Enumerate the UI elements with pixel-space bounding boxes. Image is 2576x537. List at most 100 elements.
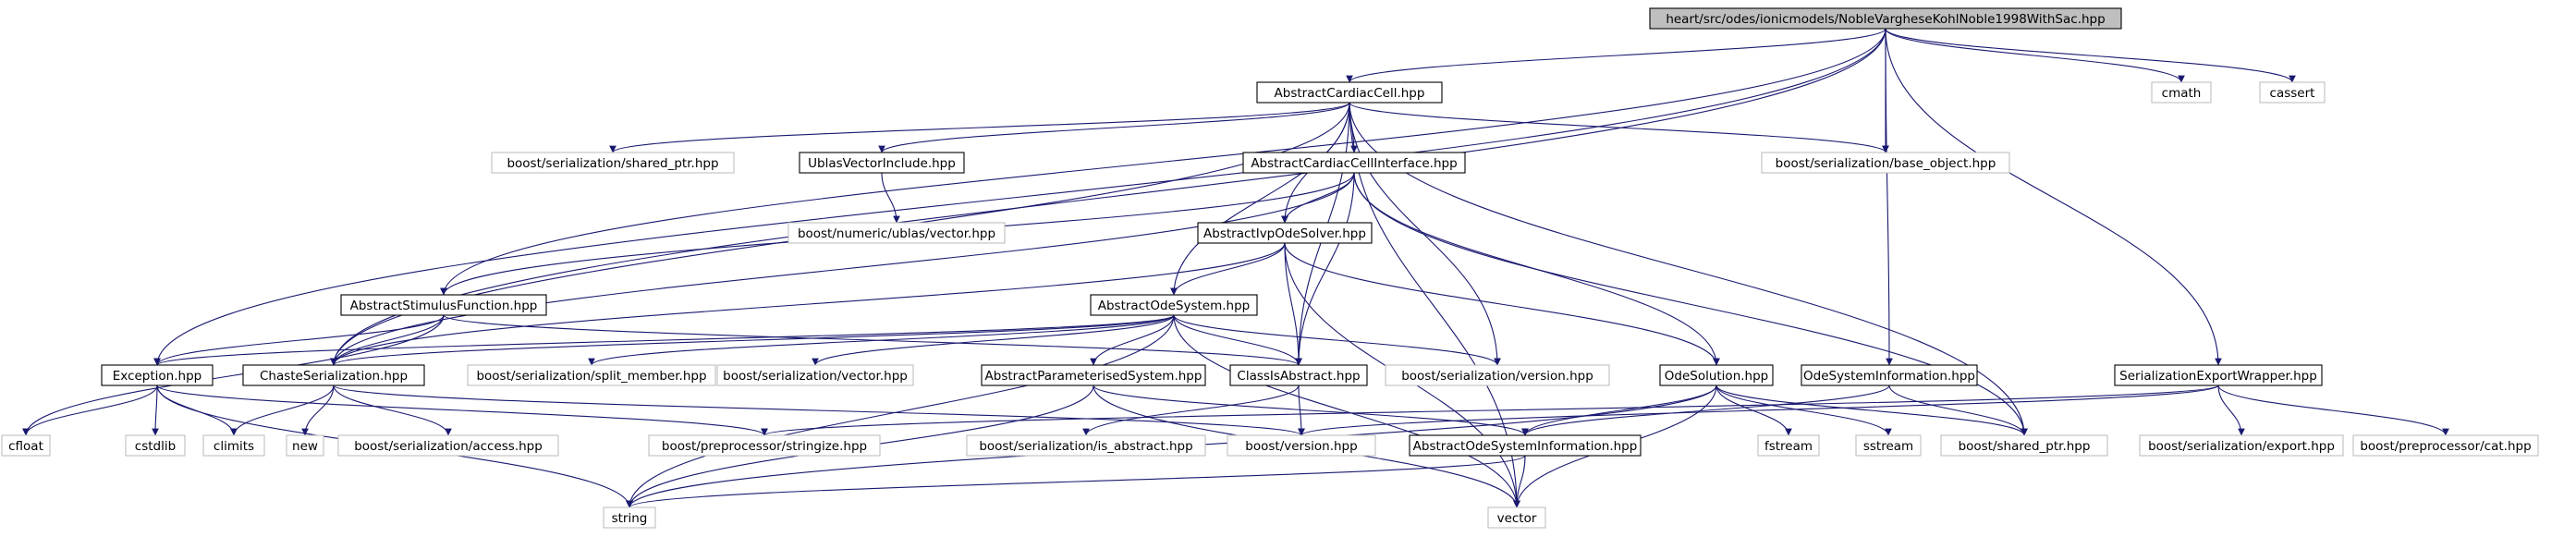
- node-box: [1197, 222, 1373, 244]
- node-box: [1409, 434, 1642, 457]
- graph-node-aps[interactable]: AbstractParameterisedSystem.hpp: [981, 364, 1206, 386]
- edge-asf-to-cia: [443, 314, 1302, 366]
- node-box: [125, 434, 186, 457]
- node-box: [1659, 364, 1774, 386]
- edge-acci-to-cia: [1295, 172, 1355, 366]
- node-label: boost/serialization/access.hpp: [354, 439, 543, 454]
- graph-node-bnuv: boost/numeric/ublas/vector.hpp: [787, 222, 1006, 244]
- graph-node-aios[interactable]: AbstractIvpOdeSolver.hpp: [1197, 222, 1373, 244]
- node-label: boost/serialization/shared_ptr.hpp: [507, 156, 718, 171]
- node-layer: heart/src/odes/ionicmodels/NobleVarghese…: [1, 7, 2539, 529]
- node-label: AbstractStimulusFunction.hpp: [350, 299, 538, 313]
- node-label: OdeSystemInformation.hpp: [1803, 369, 1975, 384]
- edge-cia-to-bver: [1298, 384, 1305, 436]
- edge-aos-to-aps: [1090, 314, 1175, 366]
- node-box: [2151, 81, 2212, 104]
- edge-osol-to-aosi: [1521, 384, 1717, 436]
- node-box: [799, 152, 965, 174]
- node-label: cmath: [2162, 86, 2202, 101]
- node-box: [787, 222, 1006, 244]
- node-label: ChasteSerialization.hpp: [260, 369, 408, 384]
- edge-exc-to-cstdlib: [152, 384, 159, 436]
- graph-node-climits: climits: [202, 434, 265, 457]
- edge-aosi-to-string: [626, 455, 1526, 508]
- edge-acc-to-aos: [1170, 102, 1350, 296]
- graph-node-aosi[interactable]: AbstractOdeSystemInformation.hpp: [1409, 434, 1642, 457]
- edge-sew-to-bpps: [761, 384, 2219, 436]
- graph-node-aos[interactable]: AbstractOdeSystem.hpp: [1090, 294, 1258, 316]
- node-label: sstream: [1863, 439, 1913, 454]
- edge-aos-to-exc: [153, 314, 1175, 366]
- node-box: [716, 364, 914, 386]
- node-box: [1229, 364, 1368, 386]
- graph-node-acc[interactable]: AbstractCardiacCell.hpp: [1256, 81, 1443, 104]
- graph-node-uvi[interactable]: UblasVectorInclude.hpp: [799, 152, 965, 174]
- node-box: [1649, 7, 2122, 30]
- graph-node-bshp: boost/shared_ptr.hpp: [1940, 434, 2108, 457]
- edge-osol-to-sstream: [1715, 384, 1892, 436]
- node-label: climits: [214, 439, 254, 454]
- graph-node-bse: boost/serialization/export.hpp: [2139, 434, 2344, 457]
- node-label: Exception.hpp: [113, 369, 201, 384]
- node-box: [1385, 364, 1610, 386]
- node-box: [101, 364, 214, 386]
- graph-node-osol[interactable]: OdeSolution.hpp: [1659, 364, 1774, 386]
- edge-chs-to-climits: [230, 384, 335, 436]
- node-label: fstream: [1764, 439, 1813, 454]
- graph-node-bpps: boost/preprocessor/stringize.hpp: [648, 434, 881, 457]
- node-box: [1227, 434, 1376, 457]
- node-label: SerializationExportWrapper.hpp: [2119, 369, 2317, 384]
- graph-node-vector: vector: [1487, 506, 1546, 529]
- edge-aos-to-bsv: [812, 314, 1175, 366]
- node-box: [491, 152, 735, 174]
- graph-node-sstream: sstream: [1855, 434, 1922, 457]
- edge-exc-to-cfloat: [22, 384, 158, 436]
- graph-node-root[interactable]: heart/src/odes/ionicmodels/NobleVarghese…: [1649, 7, 2122, 30]
- node-box: [340, 294, 547, 316]
- edge-exc-to-bpps: [156, 384, 768, 436]
- edge-sew-to-bver: [1298, 384, 2219, 436]
- edge-acc-to-uvi: [878, 102, 1350, 153]
- node-box: [603, 506, 656, 529]
- graph-node-bsia: boost/serialization/is_abstract.hpp: [966, 434, 1206, 457]
- graph-node-fstream: fstream: [1757, 434, 1820, 457]
- edge-osol-to-bshp: [1715, 384, 2028, 436]
- graph-node-bbo: boost/serialization/base_object.hpp: [1761, 152, 2010, 174]
- node-label: UblasVectorInclude.hpp: [808, 156, 956, 171]
- node-label: boost/preprocessor/cat.hpp: [2360, 439, 2531, 454]
- node-label: boost/serialization/export.hpp: [2148, 439, 2335, 454]
- node-label: boost/serialization/base_object.hpp: [1776, 156, 1996, 171]
- node-label: boost/version.hpp: [1245, 439, 1357, 454]
- node-box: [1940, 434, 2108, 457]
- graph-node-sew[interactable]: SerializationExportWrapper.hpp: [2114, 364, 2323, 386]
- edge-chs-to-bsa: [333, 384, 452, 436]
- edge-aos-to-bsver: [1173, 314, 1501, 366]
- edge-root-to-sew: [1885, 28, 2222, 366]
- graph-node-acci[interactable]: AbstractCardiacCellInterface.hpp: [1242, 152, 1466, 174]
- node-box: [1757, 434, 1820, 457]
- edge-root-to-exc: [153, 28, 1886, 366]
- node-box: [1242, 152, 1466, 174]
- graph-node-asf[interactable]: AbstractStimulusFunction.hpp: [340, 294, 547, 316]
- node-box: [242, 364, 425, 386]
- node-box: [1801, 364, 1978, 386]
- graph-node-bsp: boost/serialization/shared_ptr.hpp: [491, 152, 735, 174]
- graph-node-cmath: cmath: [2151, 81, 2212, 104]
- graph-node-chs[interactable]: ChasteSerialization.hpp: [242, 364, 425, 386]
- node-label: boost/shared_ptr.hpp: [1959, 439, 2091, 454]
- graph-node-cfloat: cfloat: [1, 434, 51, 457]
- graph-node-osi[interactable]: OdeSystemInformation.hpp: [1801, 364, 1978, 386]
- graph-node-exc[interactable]: Exception.hpp: [101, 364, 214, 386]
- graph-node-string: string: [603, 506, 656, 529]
- edge-aios-to-osol: [1284, 242, 1720, 366]
- node-box: [1761, 152, 2010, 174]
- edge-aos-to-bssm: [588, 314, 1175, 366]
- edge-uvi-to-bnuv: [881, 172, 900, 224]
- edge-aos-to-vector: [1173, 314, 1520, 508]
- node-box: [467, 364, 716, 386]
- edge-aosi-to-vector: [1513, 455, 1526, 508]
- graph-node-cia[interactable]: ClassIsAbstract.hpp: [1229, 364, 1368, 386]
- node-label: AbstractOdeSystem.hpp: [1098, 299, 1251, 313]
- edge-root-to-asf: [440, 28, 1886, 296]
